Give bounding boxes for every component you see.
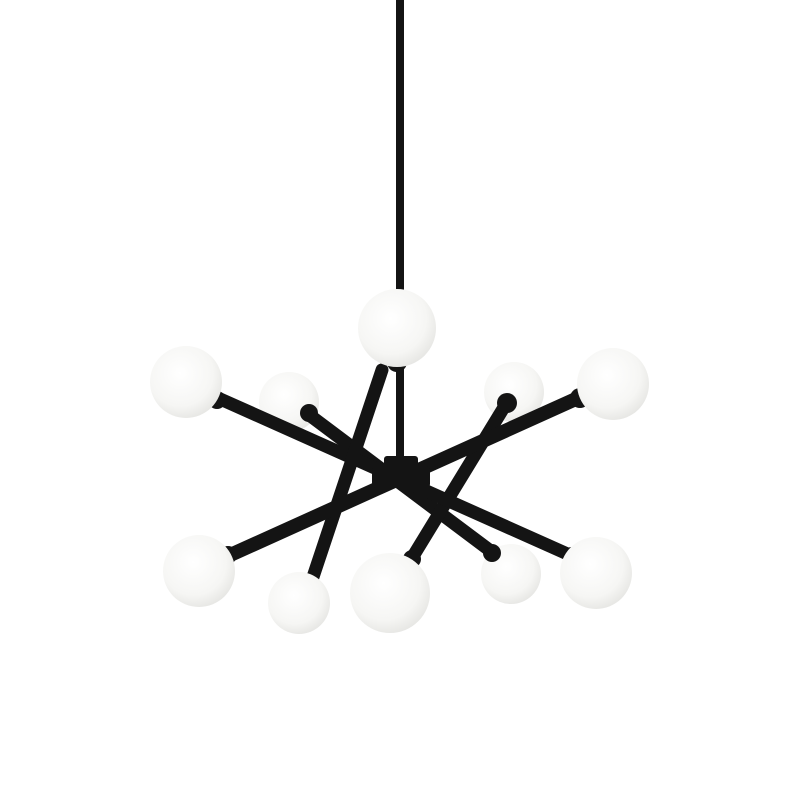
globes-front (150, 289, 649, 634)
globe-lower-left (163, 535, 235, 607)
socket-back-right (497, 393, 517, 413)
globe-upper-left (150, 346, 222, 418)
center-hub (372, 456, 430, 488)
globe-top (358, 289, 436, 367)
globe-lower-right (560, 537, 632, 609)
arm-back-2 (405, 397, 513, 565)
socket-back-left (300, 404, 318, 422)
arm-front-2 (303, 363, 389, 593)
globe-lower-center (350, 553, 430, 633)
socket-lower-right-small (483, 544, 501, 562)
downrod (396, 0, 404, 470)
globe-upper-right (577, 348, 649, 420)
globe-lower-left-small (268, 572, 330, 634)
